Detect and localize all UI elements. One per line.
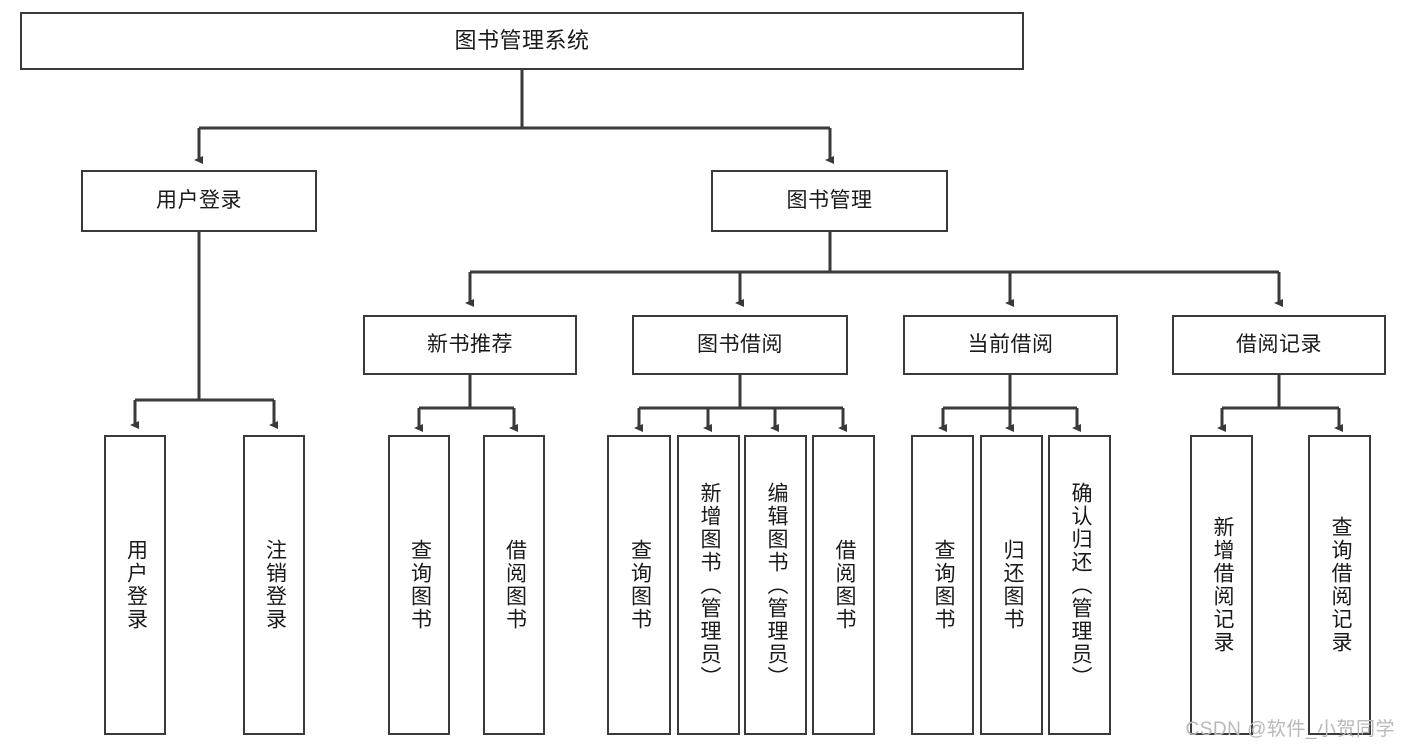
leaf-borrow-borrow-book[interactable]: 借阅图书 — [812, 435, 875, 735]
leaf-recommend-borrow-book-label: 借阅图书 — [503, 539, 527, 631]
leaf-current-return-book-label: 归还图书 — [1000, 539, 1024, 631]
node-book-borrow-label: 图书借阅 — [697, 332, 783, 356]
leaf-current-query-book-label: 查询图书 — [931, 539, 955, 631]
node-root[interactable]: 图书管理系统 — [20, 12, 1024, 70]
node-new-book-recommend-label: 新书推荐 — [427, 332, 513, 356]
leaf-user-login-logout-label: 注销登录 — [263, 539, 287, 631]
leaf-user-login-login-label: 用户登录 — [124, 539, 148, 631]
node-current-borrow-label: 当前借阅 — [967, 332, 1054, 356]
leaf-user-login-logout[interactable]: 注销登录 — [243, 435, 305, 735]
leaf-current-confirm-return[interactable]: 确认归还（管理员） — [1048, 435, 1111, 735]
leaf-current-confirm-return-label: 确认归还（管理员） — [1068, 481, 1092, 689]
leaf-record-add-record[interactable]: 新增借阅记录 — [1190, 435, 1253, 735]
node-root-label: 图书管理系统 — [454, 28, 590, 54]
csdn-watermark: CSDN @软件_小贺同学 — [1185, 719, 1395, 740]
leaf-borrow-borrow-book-label: 借阅图书 — [832, 539, 856, 631]
leaf-record-add-record-label: 新增借阅记录 — [1210, 516, 1234, 654]
leaf-user-login-login[interactable]: 用户登录 — [104, 435, 166, 735]
leaf-borrow-edit-book-label: 编辑图书（管理员） — [764, 481, 788, 689]
node-book-management-label: 图书管理 — [786, 188, 873, 212]
leaf-record-query-record[interactable]: 查询借阅记录 — [1308, 435, 1371, 735]
node-book-management[interactable]: 图书管理 — [711, 170, 948, 232]
node-user-login[interactable]: 用户登录 — [81, 170, 317, 232]
leaf-current-query-book[interactable]: 查询图书 — [911, 435, 974, 735]
leaf-borrow-edit-book[interactable]: 编辑图书（管理员） — [744, 435, 807, 735]
leaf-current-return-book[interactable]: 归还图书 — [980, 435, 1043, 735]
node-user-login-label: 用户登录 — [156, 188, 242, 212]
leaf-recommend-query-book[interactable]: 查询图书 — [388, 435, 450, 735]
leaf-borrow-query-book-label: 查询图书 — [628, 539, 652, 631]
node-borrow-record[interactable]: 借阅记录 — [1172, 315, 1386, 375]
leaf-recommend-query-book-label: 查询图书 — [408, 539, 432, 631]
leaf-borrow-add-book-label: 新增图书（管理员） — [697, 481, 721, 689]
node-current-borrow[interactable]: 当前借阅 — [903, 315, 1118, 375]
node-book-borrow[interactable]: 图书借阅 — [632, 315, 848, 375]
leaf-borrow-add-book[interactable]: 新增图书（管理员） — [677, 435, 740, 735]
node-new-book-recommend[interactable]: 新书推荐 — [363, 315, 577, 375]
leaf-recommend-borrow-book[interactable]: 借阅图书 — [483, 435, 545, 735]
node-borrow-record-label: 借阅记录 — [1236, 332, 1322, 356]
leaf-borrow-query-book[interactable]: 查询图书 — [607, 435, 671, 735]
leaf-record-query-record-label: 查询借阅记录 — [1328, 516, 1352, 654]
